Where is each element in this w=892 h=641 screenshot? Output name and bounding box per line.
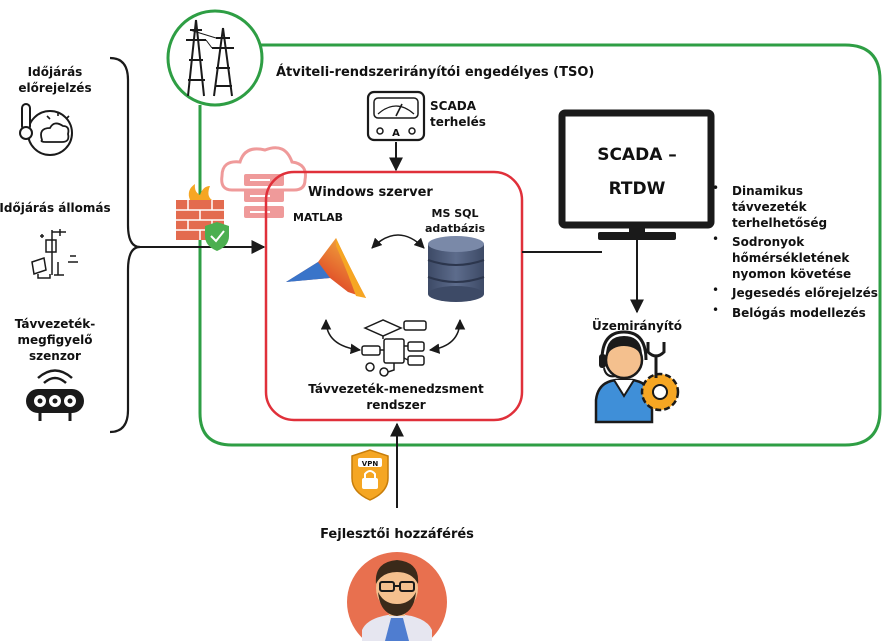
pylon-icon xyxy=(166,9,264,107)
bullet-1-line-1: Dinamikus xyxy=(732,184,803,198)
bullet-2-line-2: hőmérsékletének xyxy=(732,251,850,265)
bullet-1-line-3: terhelhetőség xyxy=(732,216,827,230)
bullet-4-line-1: Belógás modellezés xyxy=(732,306,866,320)
bullet-4-dot: • xyxy=(712,303,719,317)
line-sensor-label-2: megfigyelő xyxy=(17,333,92,347)
windows-server-box xyxy=(264,170,524,422)
feature-list: • Dinamikus távvezeték terhelhetőség • S… xyxy=(712,181,878,320)
weather-station-icon xyxy=(31,229,78,279)
bullet-2-line-1: Sodronyok xyxy=(732,235,805,249)
operator-icon xyxy=(594,330,654,424)
bullet-2-line-3: nyomon követése xyxy=(732,267,851,281)
line-mgmt-label-1: Távvezeték-menedzsment xyxy=(308,382,484,396)
cloud-server-icon xyxy=(220,146,307,218)
gear-icon xyxy=(640,342,680,412)
scada-load-label-1: SCADA xyxy=(430,99,477,113)
mssql-label-2: adatbázis xyxy=(425,222,485,235)
vpn-label: VPN xyxy=(362,460,379,468)
developer-avatar-icon xyxy=(347,552,447,641)
line-sensor-label-3: szenzor xyxy=(29,349,81,363)
meter-letter: A xyxy=(392,128,400,139)
matlab-label: MATLAB xyxy=(293,211,343,224)
scada-rtdw-label-2: RTDW xyxy=(609,179,666,199)
weather-station-label: Időjárás állomás xyxy=(0,201,111,215)
bullet-2-dot: • xyxy=(712,232,719,246)
operator-label: Üzemirányító xyxy=(592,318,682,333)
bullet-1-dot: • xyxy=(712,181,719,195)
flowchart-icon xyxy=(361,319,427,377)
thermometer-cloud-icon xyxy=(19,103,73,156)
tso-boundary xyxy=(198,43,882,447)
bullet-3-dot: • xyxy=(712,283,719,297)
line-sensor-label-1: Távvezeték- xyxy=(15,317,95,331)
bullet-1-line-2: távvezeték xyxy=(732,200,808,214)
matlab-icon xyxy=(286,238,366,298)
dev-access-label: Fejlesztői hozzáférés xyxy=(320,527,474,542)
firewall-icon xyxy=(176,184,229,251)
database-icon xyxy=(427,236,485,302)
scada-rtdw-label-1: SCADA – xyxy=(597,145,677,165)
matlab-flow-arrow xyxy=(320,318,362,355)
weather-forecast-label-2: előrejelzés xyxy=(18,81,91,95)
monitor-icon xyxy=(558,109,715,240)
scada-load-label-2: terhelés xyxy=(430,115,486,129)
matlab-db-arrow xyxy=(371,234,425,249)
tso-label: Átviteli-rendszerirányítói engedélyes (T… xyxy=(276,64,594,80)
line-mgmt-label-2: rendszer xyxy=(366,398,425,412)
bullet-3-line-1: Jegesedés előrejelzés xyxy=(731,286,878,300)
db-flow-arrow xyxy=(428,318,466,354)
vpn-shield-icon xyxy=(351,449,389,501)
windows-server-label: Windows szerver xyxy=(308,185,433,200)
input-bracket xyxy=(109,56,141,434)
sensor-icon xyxy=(26,369,84,421)
weather-forecast-label-1: Időjárás xyxy=(28,65,83,79)
meter-icon xyxy=(366,90,426,142)
mssql-label-1: MS SQL xyxy=(432,207,479,220)
